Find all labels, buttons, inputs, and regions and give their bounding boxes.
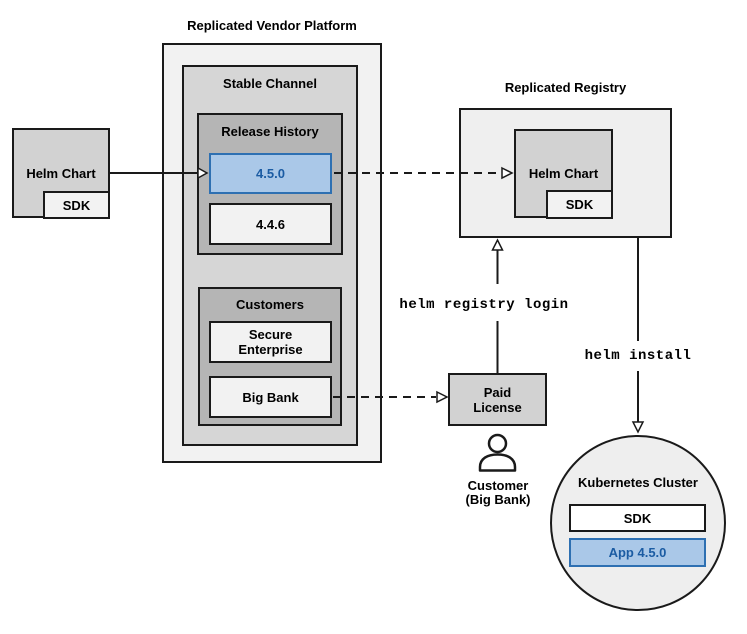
registry-helm-chart-label: Helm Chart: [528, 166, 599, 181]
customer-item-label-line1: Big Bank: [242, 389, 299, 405]
customer-caption-line1: Customer: [467, 478, 529, 493]
cluster-app-box: App 4.5.0: [569, 538, 706, 567]
helm-install-command: helm install: [584, 348, 692, 364]
registry-sdk-box: SDK: [546, 190, 613, 219]
customers-title: Customers: [236, 297, 304, 312]
vendor-platform-title: Replicated Vendor Platform: [187, 18, 357, 33]
release-history-title: Release History: [221, 124, 319, 139]
source-sdk-label: SDK: [62, 197, 91, 213]
cluster-app-label: App 4.5.0: [608, 545, 667, 560]
customer-caption: Customer (Big Bank): [448, 479, 548, 507]
customer-person-icon: [478, 433, 517, 472]
customer-item-label-line2: Enterprise: [238, 342, 303, 357]
source-sdk-box: SDK: [43, 191, 110, 219]
registry-title: Replicated Registry: [504, 80, 627, 95]
customer-caption-line2: (Big Bank): [465, 492, 531, 507]
stable-channel-title: Stable Channel: [223, 76, 317, 91]
release-version: 4.5.0: [256, 166, 285, 181]
release-item-446: 4.4.6: [209, 203, 332, 245]
release-item-450: 4.5.0: [209, 153, 332, 194]
paid-license-label-line2: License: [473, 399, 522, 415]
source-helm-chart-label: Helm Chart: [26, 165, 96, 181]
helm-registry-login-command: helm registry login: [399, 297, 569, 313]
paid-license-label-line1: Paid: [483, 384, 512, 400]
paid-license-box: Paid License: [448, 373, 547, 426]
registry-sdk-label: SDK: [565, 197, 594, 212]
cluster-sdk-box: SDK: [569, 504, 706, 532]
arrow-registry-to-cluster: [631, 238, 645, 434]
customer-item-big-bank: Big Bank: [209, 376, 332, 418]
release-version: 4.4.6: [256, 216, 285, 232]
cluster-sdk-label: SDK: [623, 510, 652, 526]
kubernetes-cluster-title: Kubernetes Cluster: [578, 475, 698, 490]
customer-item-label-line1: Secure: [248, 327, 293, 342]
customer-item-secure-enterprise: Secure Enterprise: [209, 321, 332, 363]
